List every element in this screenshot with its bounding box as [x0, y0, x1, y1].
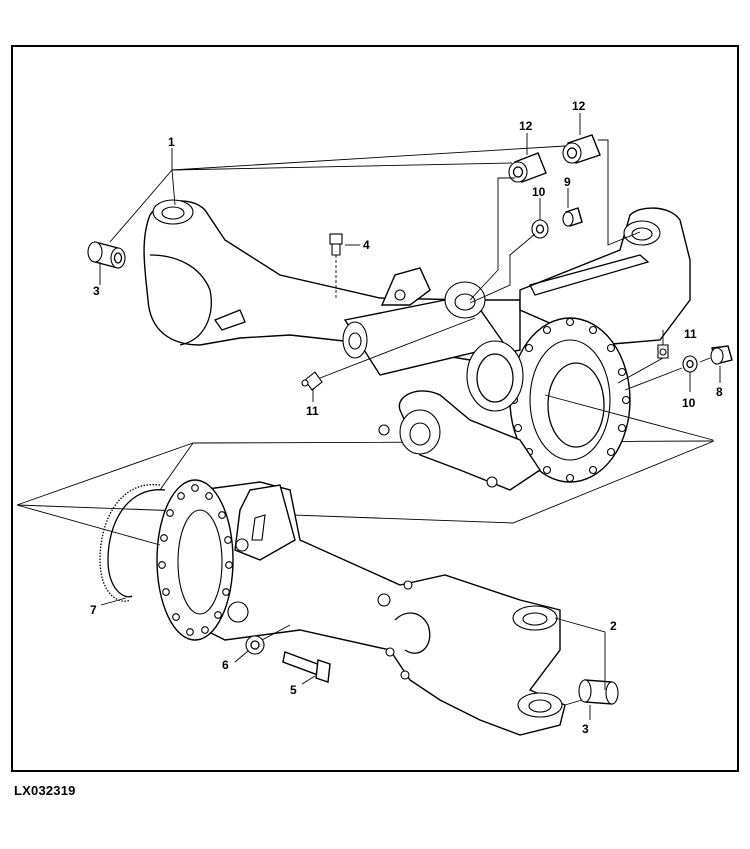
- bolt-5: [282, 651, 331, 683]
- snap-ring-7: [99, 484, 166, 602]
- callout-10-right: 10: [682, 396, 696, 410]
- bushing-12-front: [508, 152, 547, 183]
- grease-fitting-11-left: [301, 371, 323, 391]
- bushing-12-rear: [562, 134, 601, 164]
- diagram-frame: [11, 45, 739, 772]
- callout-4: 4: [363, 238, 370, 252]
- callout-3-upper: 3: [93, 284, 100, 298]
- washer-10-upper: [531, 219, 549, 239]
- figure-id-label: LX032319: [14, 783, 76, 798]
- callout-8: 8: [716, 385, 723, 399]
- axle-housing-lower: [156, 479, 566, 736]
- callout-5: 5: [290, 683, 297, 697]
- callout-10-upper: 10: [532, 185, 546, 199]
- callout-12-front: 12: [519, 119, 533, 133]
- callout-9: 9: [564, 175, 571, 189]
- washer-6: [245, 635, 265, 655]
- callout-2: 2: [610, 619, 617, 633]
- bushing-3-upper: [87, 241, 126, 269]
- washer-10-right: [682, 355, 698, 373]
- flange-bolt-holes-lower: [158, 484, 233, 636]
- callout-11-right: 11: [684, 327, 697, 341]
- callout-6: 6: [222, 658, 229, 672]
- callout-labels: 1 2 3 3 4 5 6 7 8 9 10 10 11 11 12 12: [90, 99, 723, 736]
- callout-1: 1: [168, 135, 175, 149]
- plug-8: [710, 345, 733, 365]
- axle-housing-upper: [143, 199, 691, 491]
- plug-9: [562, 207, 583, 227]
- grease-fitting-11-right: [657, 344, 669, 359]
- leader-lines: [16, 113, 721, 720]
- bushing-3-lower: [578, 679, 619, 705]
- callout-11-left: 11: [306, 404, 319, 418]
- grease-fitting-4: [329, 233, 343, 256]
- callout-12-rear: 12: [572, 99, 586, 113]
- callout-7: 7: [90, 603, 97, 617]
- callout-3-lower: 3: [582, 722, 589, 736]
